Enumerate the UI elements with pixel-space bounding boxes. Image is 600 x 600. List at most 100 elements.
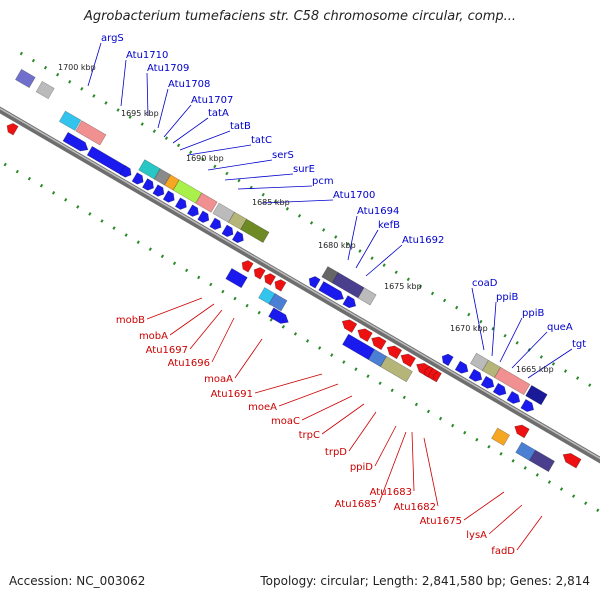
feature-block[interactable] — [357, 287, 377, 306]
feature-block[interactable] — [494, 366, 531, 396]
feature-block[interactable] — [342, 333, 375, 361]
gene-label-reverse[interactable]: trpC — [299, 430, 320, 441]
gene-arrow[interactable] — [221, 224, 236, 239]
gene-label-reverse[interactable]: trpD — [325, 447, 347, 458]
gene-label-forward[interactable]: Atu1707 — [191, 95, 233, 106]
gene-arrow[interactable] — [492, 382, 508, 398]
feature-block[interactable] — [268, 293, 288, 312]
gene-label-forward[interactable]: Atu1694 — [357, 206, 399, 217]
gene-arrow[interactable] — [62, 131, 90, 154]
gene-arrow[interactable] — [174, 197, 189, 212]
feature-block[interactable] — [75, 120, 107, 146]
gene-label-reverse[interactable]: Atu1682 — [394, 502, 436, 513]
gene-arrow[interactable] — [385, 343, 403, 360]
gene-arrow[interactable] — [272, 278, 287, 292]
gene-arrow[interactable] — [142, 178, 156, 193]
feature-block[interactable] — [491, 427, 511, 446]
feature-block[interactable] — [225, 267, 248, 289]
gene-label-forward[interactable]: ppiB — [496, 292, 518, 303]
feature-block[interactable] — [321, 266, 339, 284]
gene-label-forward[interactable]: coaD — [472, 278, 498, 289]
gene-label-reverse[interactable]: moeA — [248, 402, 277, 413]
gene-label-reverse[interactable]: Atu1675 — [420, 516, 462, 527]
gene-arrow[interactable] — [468, 368, 484, 384]
feature-block[interactable] — [240, 218, 270, 244]
feature-block[interactable] — [228, 211, 248, 230]
gene-label-forward[interactable]: Atu1692 — [402, 235, 444, 246]
gene-arrow[interactable] — [5, 121, 19, 136]
feature-block[interactable] — [469, 352, 489, 371]
gene-arrow[interactable] — [520, 398, 536, 414]
gene-label-reverse[interactable]: Atu1696 — [168, 358, 210, 369]
feature-block[interactable] — [195, 192, 218, 213]
feature-block[interactable] — [138, 159, 161, 180]
gene-label-reverse[interactable]: Atu1683 — [370, 487, 412, 498]
gene-label-reverse[interactable]: Atu1691 — [211, 389, 253, 400]
gene-label-forward[interactable]: argS — [101, 33, 124, 44]
gene-label-reverse[interactable]: fadD — [491, 546, 515, 557]
gene-arrow[interactable] — [307, 274, 321, 289]
gene-label-forward[interactable]: ppiB — [522, 308, 544, 319]
feature-block[interactable] — [380, 355, 413, 383]
gene-label-reverse[interactable]: moaA — [204, 374, 233, 385]
gene-label-forward[interactable]: tatA — [208, 108, 229, 119]
gene-arrow[interactable] — [239, 258, 254, 273]
feature-block[interactable] — [212, 202, 235, 223]
gene-arrow[interactable] — [197, 210, 212, 225]
feature-block[interactable] — [482, 359, 501, 379]
feature-block[interactable] — [331, 272, 365, 299]
gene-label-reverse[interactable]: moaC — [271, 416, 300, 427]
gene-label-forward[interactable]: Atu1708 — [168, 79, 210, 90]
gene-label-reverse[interactable]: Atu1697 — [146, 345, 188, 356]
gene-arrow[interactable] — [431, 370, 442, 383]
gene-label-reverse[interactable]: mobB — [116, 315, 145, 326]
gene-label-reverse[interactable]: ppiD — [350, 462, 373, 473]
gene-label-forward[interactable]: Atu1709 — [147, 63, 189, 74]
feature-block[interactable] — [525, 385, 548, 406]
gene-label-forward[interactable]: pcm — [312, 176, 334, 187]
gene-arrow[interactable] — [119, 165, 134, 180]
gene-arrow[interactable] — [268, 307, 291, 327]
feature-block[interactable] — [367, 348, 387, 368]
gene-arrow[interactable] — [152, 184, 167, 199]
gene-arrow[interactable] — [342, 295, 358, 311]
feature-block[interactable] — [172, 179, 203, 204]
gene-label-forward[interactable]: tatC — [251, 135, 272, 146]
gene-arrow[interactable] — [131, 172, 146, 187]
gene-arrow[interactable] — [318, 281, 346, 303]
gene-arrow[interactable] — [561, 450, 582, 469]
gene-label-forward[interactable]: surE — [293, 164, 315, 175]
feature-block[interactable] — [515, 441, 536, 461]
gene-label-forward[interactable]: serS — [272, 150, 294, 161]
gene-arrow[interactable] — [162, 190, 177, 205]
gene-label-forward[interactable]: Atu1710 — [126, 50, 168, 61]
gene-label-reverse[interactable]: mobA — [139, 331, 168, 342]
gene-arrow[interactable] — [355, 326, 373, 343]
gene-arrow[interactable] — [440, 352, 454, 367]
gene-label-forward[interactable]: tgt — [572, 339, 586, 350]
gene-arrow[interactable] — [512, 422, 530, 439]
gene-arrow[interactable] — [340, 317, 358, 333]
feature-block[interactable] — [14, 68, 36, 89]
gene-label-reverse[interactable]: Atu1685 — [335, 499, 377, 510]
gene-label-reverse[interactable]: lysA — [466, 530, 487, 541]
gene-arrow[interactable] — [209, 217, 224, 232]
gene-arrow[interactable] — [262, 272, 277, 286]
gene-arrow[interactable] — [398, 351, 416, 368]
feature-block[interactable] — [58, 110, 82, 131]
feature-block[interactable] — [153, 168, 172, 186]
gene-label-forward[interactable]: kefB — [378, 220, 400, 231]
gene-arrow[interactable] — [454, 360, 470, 376]
gene-arrow[interactable] — [231, 230, 246, 245]
feature-block[interactable] — [35, 80, 55, 100]
gene-label-forward[interactable]: tatB — [230, 121, 251, 132]
gene-arrow[interactable] — [252, 265, 266, 280]
gene-arrow[interactable] — [480, 375, 496, 391]
gene-arrow[interactable] — [369, 334, 387, 351]
gene-arrow[interactable] — [506, 390, 522, 406]
feature-block[interactable] — [529, 449, 555, 473]
gene-arrow[interactable] — [186, 204, 201, 219]
gene-arrow[interactable] — [423, 365, 434, 378]
gene-label-forward[interactable]: Atu1700 — [333, 190, 375, 201]
feature-block[interactable] — [164, 174, 180, 191]
